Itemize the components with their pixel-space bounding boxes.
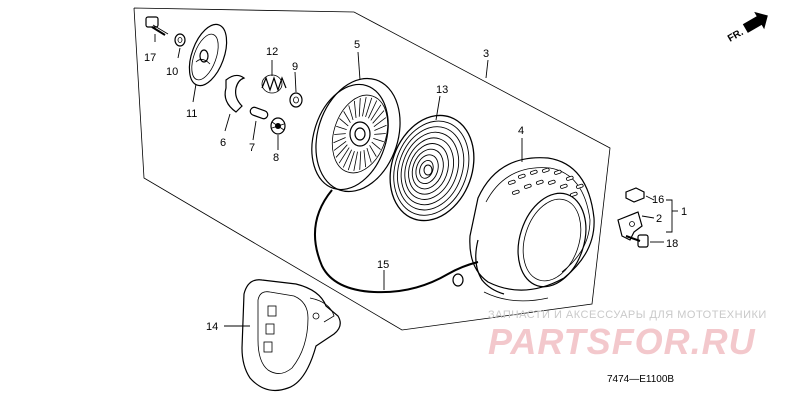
arrow-icon (742, 11, 768, 33)
part-4-starter-case (469, 157, 595, 302)
part-7-pin (249, 106, 269, 120)
label-part-18: 18 (666, 238, 678, 250)
label-part-4: 4 (518, 125, 524, 137)
label-part-5: 5 (354, 39, 360, 51)
part-6-pawl (224, 74, 246, 113)
label-part-17: 17 (144, 52, 156, 64)
direction-marker: FR. (726, 11, 768, 45)
part-8-nut (270, 117, 286, 135)
label-part-7: 7 (249, 142, 255, 154)
leader-lines (154, 34, 678, 327)
label-part-11: 11 (186, 108, 197, 120)
assembly-outline (133, 7, 611, 331)
watermark: ЗАПЧАСТИ И АКСЕССУАРЫ ДЛЯ МОТОТЕХНИКИ PA… (488, 309, 767, 362)
watermark-brand: PARTSFOR.RU (488, 321, 756, 362)
part-18-bolt (625, 234, 649, 248)
label-part-3: 3 (483, 48, 489, 60)
label-part-16: 16 (652, 194, 664, 206)
part-9-washer (289, 92, 303, 108)
label-part-9: 9 (292, 61, 298, 73)
watermark-caption: ЗАПЧАСТИ И АКСЕССУАРЫ ДЛЯ МОТОТЕХНИКИ (488, 309, 767, 321)
part-2-bracket (617, 211, 643, 241)
label-part-14: 14 (206, 321, 218, 333)
label-part-8: 8 (273, 152, 279, 164)
label-part-6: 6 (220, 137, 226, 149)
diagram-code: 7474—E1100B (607, 374, 674, 385)
svg-text:FR.: FR. (726, 27, 746, 45)
label-part-12: 12 (266, 46, 278, 58)
part-14-grip (241, 279, 341, 391)
part-11-ratchet-plate (188, 23, 228, 87)
part-16-cap (625, 187, 645, 203)
label-part-15: 15 (377, 259, 389, 271)
rope-end (452, 273, 464, 287)
part-10-washer (174, 33, 186, 47)
label-part-10: 10 (166, 66, 178, 78)
part-13-recoil-spring (389, 114, 475, 222)
label-part-2: 2 (656, 213, 662, 225)
part-17-bolt (145, 16, 169, 36)
label-part-13: 13 (436, 84, 448, 96)
label-part-1: 1 (681, 206, 687, 218)
part-12-spring (261, 74, 287, 94)
part-5-reel (311, 77, 401, 193)
part-labels: 17 10 11 12 9 6 7 8 5 13 3 4 15 14 16 2 … (144, 39, 687, 333)
